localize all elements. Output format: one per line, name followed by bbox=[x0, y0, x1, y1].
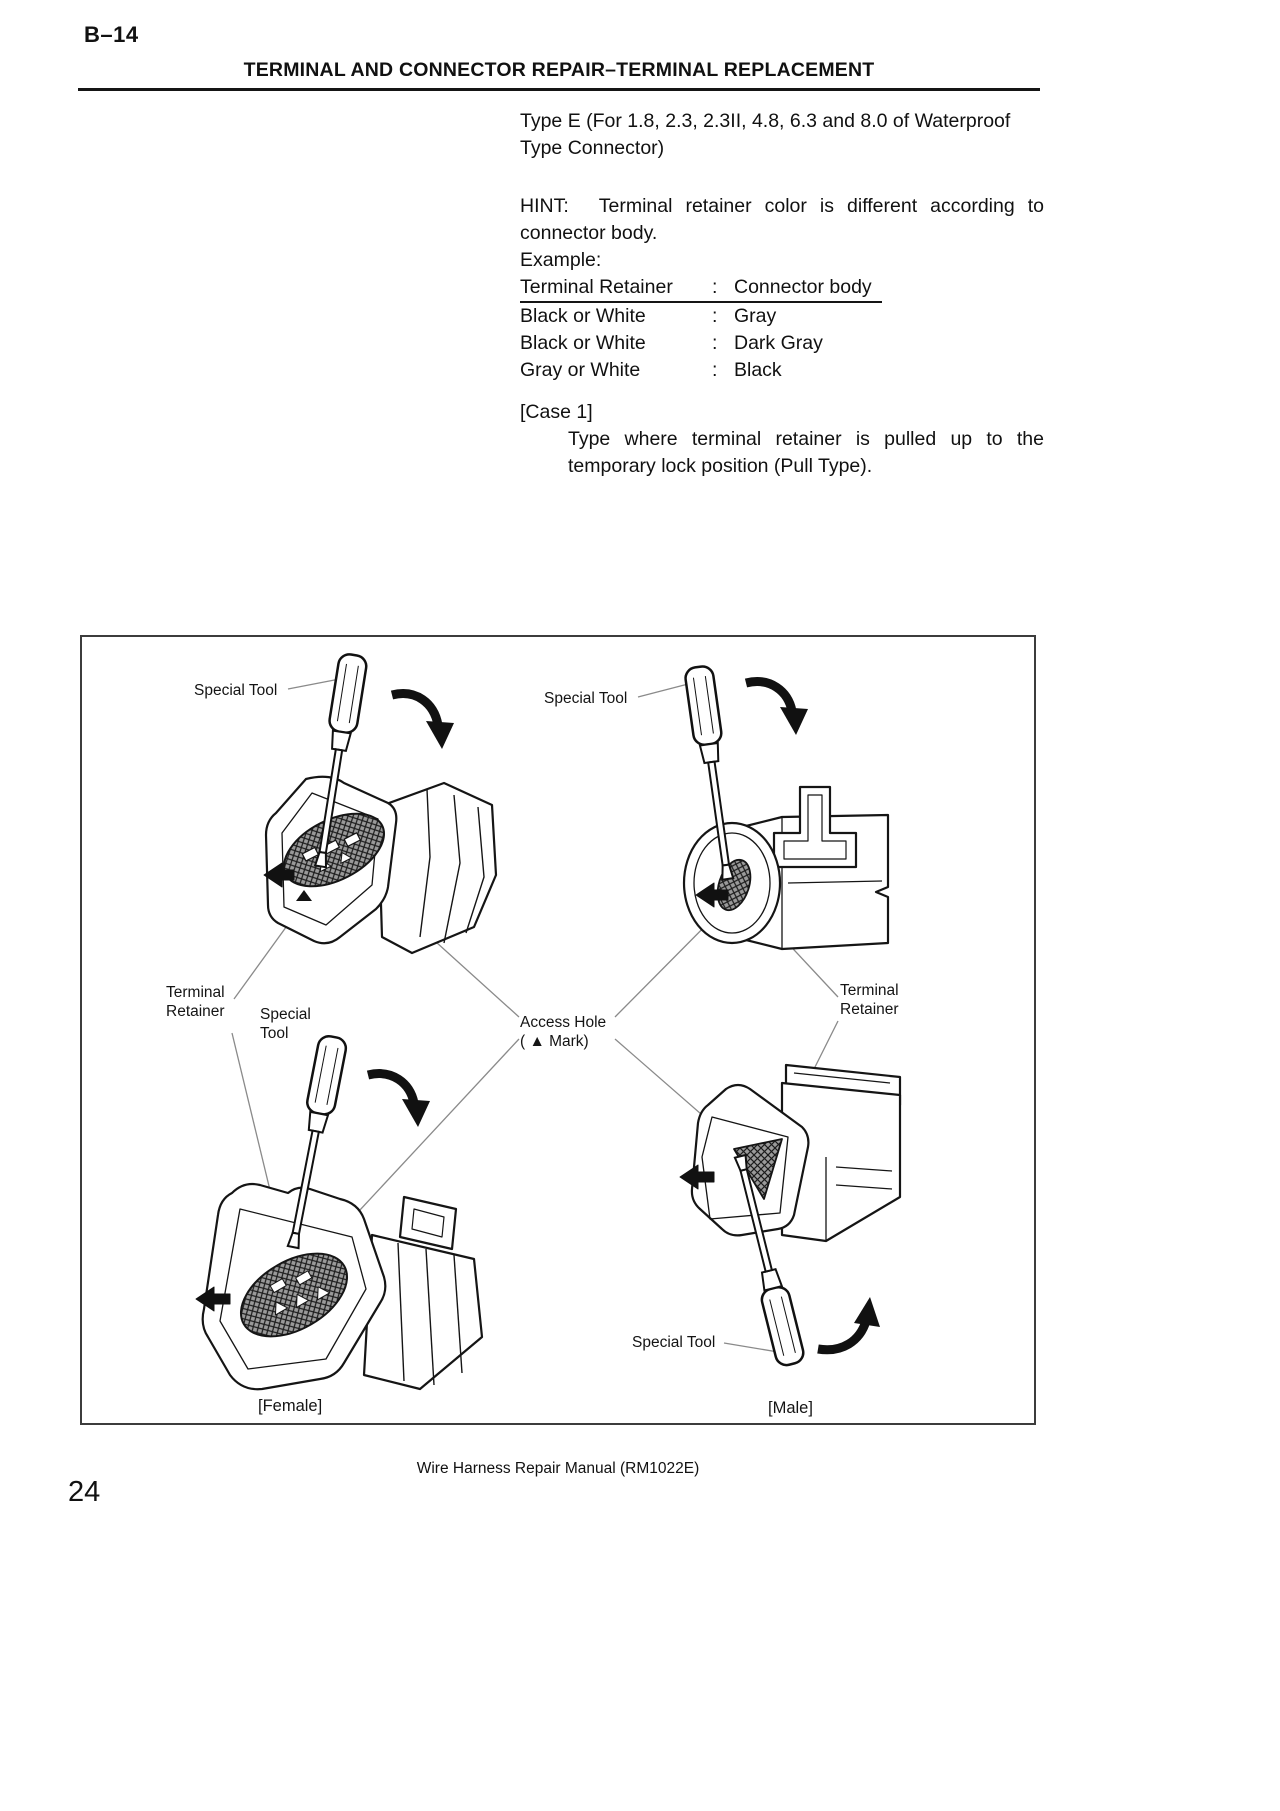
title-rule bbox=[78, 88, 1040, 91]
connector-illustration bbox=[195, 651, 902, 1391]
connector-female-top bbox=[264, 775, 498, 955]
footer-text: Wire Harness Repair Manual (RM1022E) bbox=[416, 1460, 700, 1477]
access-hole-label-line1: Access Hole bbox=[520, 1014, 607, 1031]
case-label: [Case 1] bbox=[520, 401, 593, 423]
table-header-left: Terminal Retainer bbox=[520, 276, 673, 298]
table-cell-right: Dark Gray bbox=[734, 332, 823, 354]
hint-label: HINT: bbox=[520, 195, 569, 217]
connector-male-top bbox=[682, 785, 890, 951]
access-hole-label: Access Hole ( ▲ Mark) bbox=[520, 1013, 606, 1051]
case-text: Type where terminal retainer is pulled u… bbox=[568, 428, 1044, 477]
table-cell-right: Gray bbox=[734, 305, 777, 327]
table-row: Gray or White : Black bbox=[520, 357, 1044, 384]
page-title: TERMINAL AND CONNECTOR REPAIR–TERMINAL R… bbox=[243, 59, 875, 81]
rotation-arrows bbox=[366, 677, 880, 1355]
special-tool-label-top-left: Special Tool bbox=[194, 682, 278, 699]
type-heading: Type E (For 1.8, 2.3, 2.3II, 4.8, 6.3 an… bbox=[520, 110, 1011, 159]
table-row: Black or White : Gray bbox=[520, 303, 1044, 330]
table-row: Black or White : Dark Gray bbox=[520, 330, 1044, 357]
pull-direction-arrows bbox=[195, 862, 729, 1312]
table-cell-left: Gray or White bbox=[520, 359, 641, 381]
connector-female-bottom bbox=[201, 1182, 484, 1391]
table-cell-right: Black bbox=[734, 359, 782, 381]
table-header-row: Terminal Retainer : Connector body bbox=[520, 274, 882, 303]
special-tool-label-top-right: Special Tool bbox=[544, 690, 628, 707]
table-header-right: Connector body bbox=[734, 276, 872, 298]
special-tool-label-bottom-right: Special Tool bbox=[632, 1334, 716, 1351]
hint-paragraph: HINT:Terminal retainer color is differen… bbox=[520, 193, 1044, 247]
caption-male: [Male] bbox=[768, 1399, 813, 1417]
table-header-sep: : bbox=[712, 276, 718, 298]
caption-female: [Female] bbox=[258, 1397, 323, 1415]
access-hole-label-line2: ( ▲ Mark) bbox=[520, 1033, 589, 1050]
example-label: Example: bbox=[520, 249, 602, 271]
terminal-retainer-label-left: Terminal Retainer bbox=[166, 984, 225, 1020]
connector-male-bottom bbox=[690, 1063, 902, 1243]
retainer-table: Terminal Retainer : Connector body Black… bbox=[520, 274, 1044, 384]
hint-text: Terminal retainer color is different acc… bbox=[520, 195, 1044, 244]
section-label: B–14 bbox=[84, 22, 139, 47]
page-number: 24 bbox=[68, 1476, 101, 1508]
text-column: Type E (For 1.8, 2.3, 2.3II, 4.8, 6.3 an… bbox=[520, 108, 1044, 480]
table-cell-sep: : bbox=[712, 305, 718, 327]
terminal-retainer-label-right: Terminal Retainer bbox=[840, 982, 899, 1018]
figure-box: Special Tool Special Tool Terminal Retai… bbox=[80, 635, 1036, 1425]
special-tool-label-bottom-left: Special Tool bbox=[260, 1006, 311, 1042]
table-cell-sep: : bbox=[712, 359, 718, 381]
table-cell-sep: : bbox=[712, 332, 718, 354]
table-cell-left: Black or White bbox=[520, 305, 646, 327]
table-cell-left: Black or White bbox=[520, 332, 646, 354]
